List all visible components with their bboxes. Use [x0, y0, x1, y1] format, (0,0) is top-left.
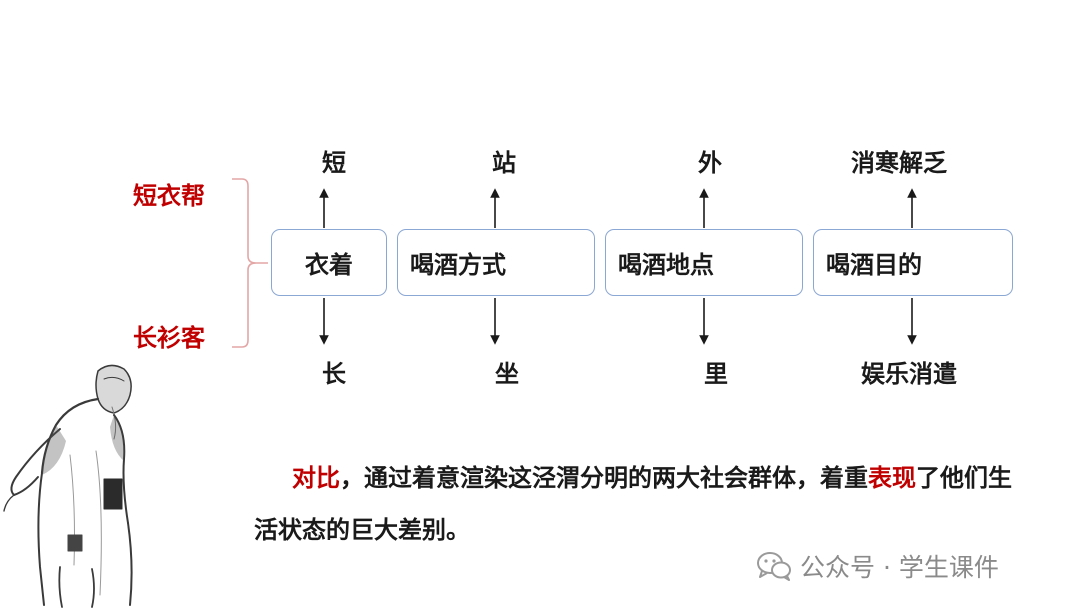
old-man-illustration: [0, 355, 150, 608]
highlight-contrast: 对比: [292, 464, 340, 492]
box-drinking-manner: 喝酒方式: [397, 229, 595, 296]
watermark-text: 公众号 · 学生课件: [800, 548, 999, 584]
box-clothing: 衣着: [271, 229, 387, 296]
paragraph-text-1: ，通过着意渲染这泾渭分明的两大社会群体，着重: [340, 464, 868, 492]
highlight-express: 表现: [868, 464, 916, 492]
top-word-4: 消寒解乏: [851, 143, 947, 178]
bottom-word-2: 坐: [495, 354, 519, 389]
bottom-word-3: 里: [704, 354, 728, 389]
box-label: 喝酒目的: [814, 245, 922, 280]
box-label: 喝酒地点: [606, 245, 714, 280]
top-word-3: 外: [698, 143, 722, 178]
box-drinking-purpose: 喝酒目的: [813, 229, 1013, 296]
box-label: 喝酒方式: [398, 245, 506, 280]
bottom-word-1: 长: [322, 354, 346, 389]
top-word-1: 短: [322, 143, 346, 178]
bottom-word-4: 娱乐消遣: [861, 354, 957, 389]
watermark: 公众号 · 学生课件: [756, 548, 999, 584]
summary-paragraph: 对比，通过着意渲染这泾渭分明的两大社会群体，着重表现了他们生活状态的巨大差别。: [254, 452, 1024, 556]
wechat-icon: [756, 551, 792, 581]
top-word-2: 站: [492, 143, 516, 178]
box-drinking-place: 喝酒地点: [605, 229, 803, 296]
box-label: 衣着: [305, 245, 353, 280]
